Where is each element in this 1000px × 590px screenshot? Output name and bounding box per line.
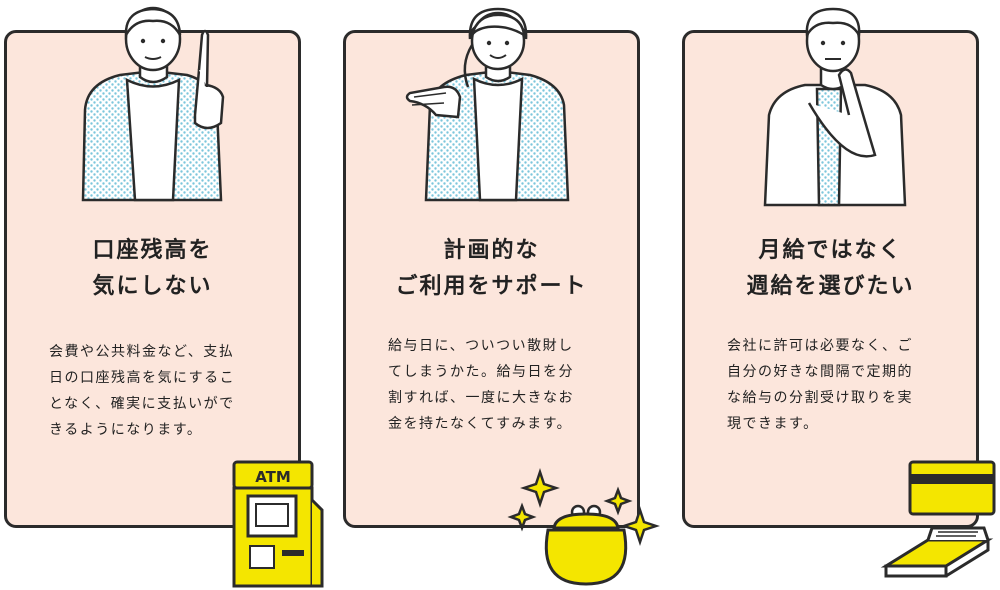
card-description-line: 会社に許可は必要なく、ご [727,338,913,354]
card-title-line: 気にしない [92,274,213,299]
woman-presenting-icon [405,7,570,202]
card-description-line: 自分の好きな間隔で定期的 [727,364,913,380]
card-description-line: 日の口座残高を気にするこ [49,370,236,386]
card-title: 計画的な ご利用をサポート [346,233,637,305]
card-description-line: となく、確実に支払いがで [49,396,235,412]
card-title-line: 計画的な [443,238,540,263]
card-title-line: ご利用をサポート [395,274,588,299]
man-pointing-finger-icon [81,6,225,202]
coin-purse-sparkle-icon [507,468,660,586]
card-title-line: 週給を選びたい [746,274,915,299]
card-description-line: 割すれば、一度に大きなお [388,390,574,406]
card-title-line: 口座残高を [92,238,213,263]
card-description: 会社に許可は必要なく、ご 自分の好きな間隔で定期的 な給与の分割受け取りを実 現… [727,333,938,437]
card-description-line: 金を持たなくてすみます。 [388,416,573,432]
card-and-bankbook-icon [880,460,996,578]
card-title: 月給ではなく 週給を選びたい [685,233,976,305]
man-thinking-icon [763,7,907,207]
card-description-line: 給与日に、ついつい散財し [388,338,574,354]
card-title-line: 月給ではなく [758,238,903,263]
card-description-line: な給与の分割受け取りを実 [727,390,913,406]
card-title: 口座残高を 気にしない [7,233,298,305]
card-description: 給与日に、ついつい散財し てしまうかた。給与日を分 割すれば、一度に大きなお 金… [388,333,599,437]
card-description: 会費や公共料金など、支払 日の口座残高を気にするこ となく、確実に支払いがで き… [49,339,260,443]
card-description-line: 現できます。 [727,416,819,432]
card-description-line: きるようになります。 [49,422,203,438]
feature-card-balance: 口座残高を 気にしない 会費や公共料金など、支払 日の口座残高を気にするこ とな… [4,6,301,528]
atm-label: ATM [255,468,291,486]
card-description-line: てしまうかた。給与日を分 [388,364,574,380]
atm-machine-icon: ATM [232,460,324,588]
feature-card-weekly-pay: 月給ではなく 週給を選びたい 会社に許可は必要なく、ご 自分の好きな間隔で定期的… [682,7,979,528]
feature-card-planning: 計画的な ご利用をサポート 給与日に、ついつい散財し てしまうかた。給与日を分 … [343,7,640,528]
card-description-line: 会費や公共料金など、支払 [49,344,235,360]
